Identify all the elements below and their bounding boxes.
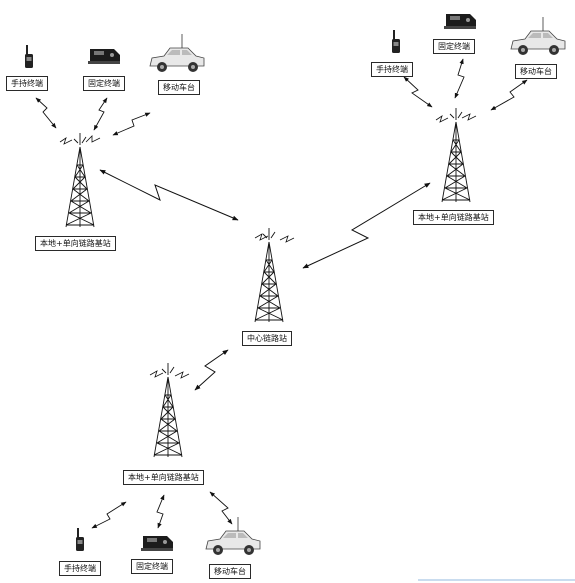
terminal-handheld-label: 手持终端 — [6, 76, 48, 91]
link-terminal — [156, 494, 165, 529]
mobile-vehicle-icon — [510, 16, 566, 56]
tower-right — [441, 107, 471, 203]
link-terminal — [403, 76, 433, 108]
mobile-vehicle-icon — [205, 516, 261, 556]
terminal-handheld-label: 手持终端 — [371, 62, 413, 77]
link-terminal — [93, 97, 108, 131]
terminal-mobile-label: 移动车台 — [158, 80, 200, 95]
link-bottom-center — [194, 349, 229, 391]
station-links — [99, 169, 431, 391]
tower-bottom — [153, 362, 183, 458]
station-right-label: 本地+单向链路基站 — [413, 210, 494, 225]
signal-squiggles — [59, 113, 477, 379]
handheld-radio-icon — [25, 45, 33, 68]
terminal-fixed-label: 固定终端 — [83, 76, 125, 91]
fixed-terminal-icon — [444, 14, 476, 29]
terminal-links — [35, 58, 528, 529]
handheld-radio-icon — [392, 30, 400, 53]
link-terminal — [35, 97, 57, 129]
fixed-terminal-icon — [141, 536, 173, 551]
terminal-fixed-label: 固定终端 — [433, 39, 475, 54]
station-bottom-label: 本地+单向链路基站 — [123, 470, 204, 485]
terminal-mobile-label: 移动车台 — [209, 564, 251, 579]
link-left-center — [99, 169, 239, 221]
terminal-fixed-label: 固定终端 — [131, 559, 173, 574]
terminal-mobile-label: 移动车台 — [515, 64, 557, 79]
station-left-label: 本地+单向链路基站 — [35, 236, 116, 251]
center-station-label: 中心链路站 — [242, 331, 292, 346]
link-terminal — [209, 491, 233, 525]
tower-center — [254, 227, 284, 323]
tower-left — [65, 132, 95, 228]
mobile-vehicle-icon — [149, 33, 205, 73]
link-terminal — [91, 501, 127, 529]
terminal-handheld-label: 手持终端 — [59, 561, 101, 576]
link-terminal — [112, 112, 151, 136]
handheld-radio-icon — [76, 528, 84, 551]
link-right-center — [302, 182, 431, 269]
fixed-terminal-icon — [88, 49, 120, 64]
link-terminal — [454, 58, 465, 99]
link-terminal — [490, 79, 528, 111]
